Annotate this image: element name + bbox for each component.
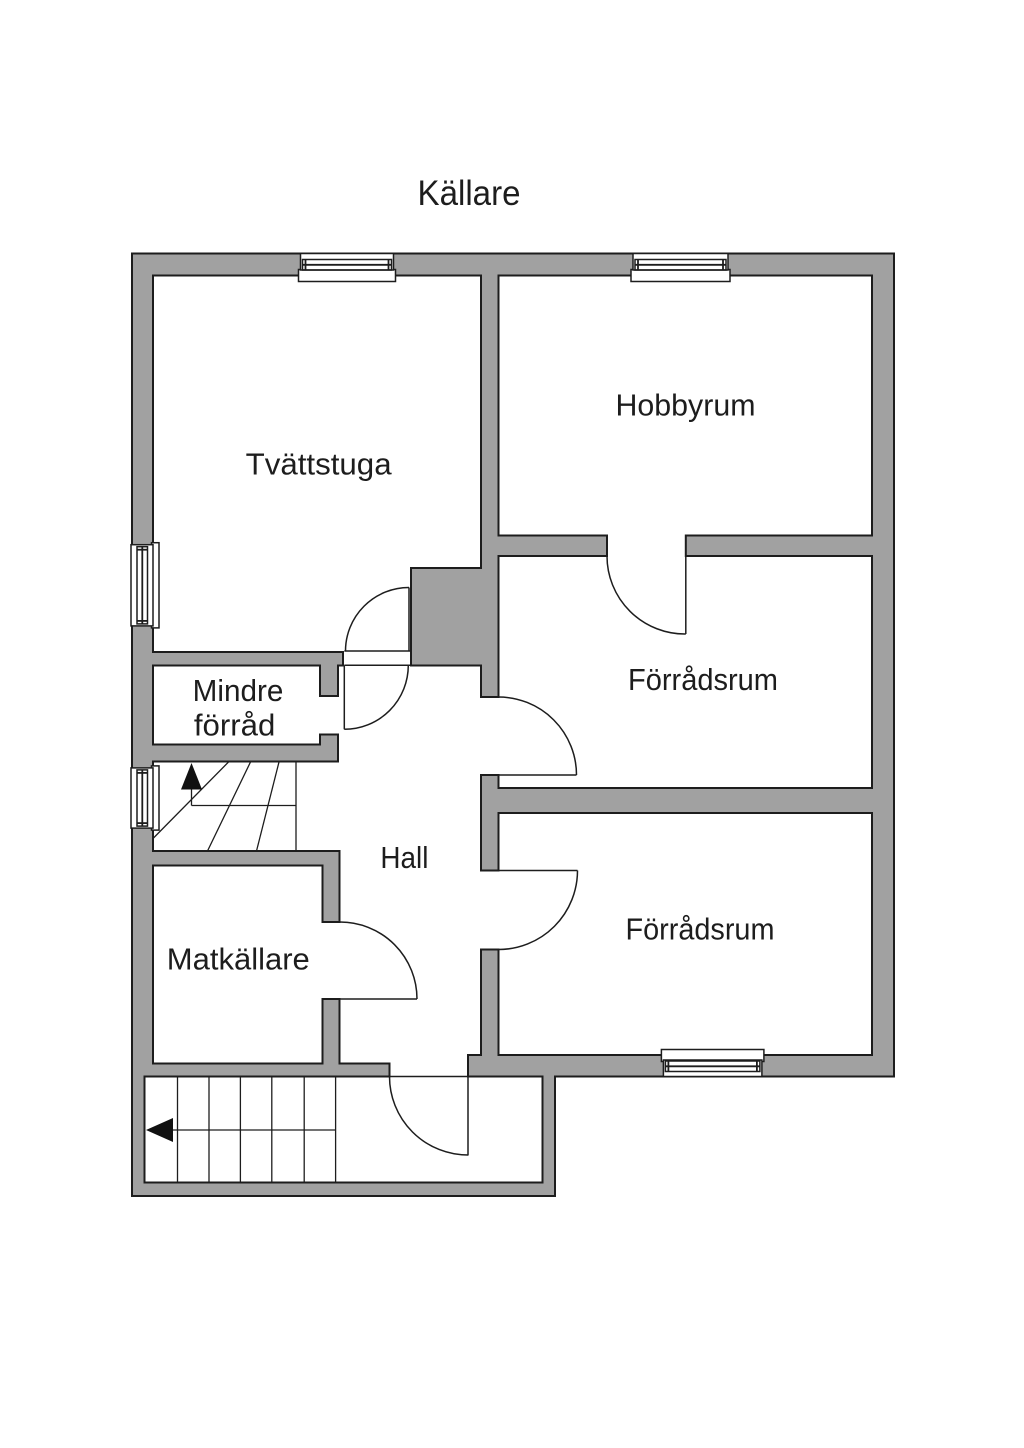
svg-text:förråd: förråd (194, 708, 275, 743)
svg-text:Förrådsrum: Förrådsrum (626, 912, 775, 947)
svg-text:Tvättstuga: Tvättstuga (246, 447, 393, 482)
svg-text:Källare: Källare (418, 174, 521, 213)
svg-text:Förrådsrum: Förrådsrum (628, 662, 778, 697)
svg-text:Hall: Hall (380, 840, 428, 875)
svg-text:Hobbyrum: Hobbyrum (616, 388, 756, 423)
svg-text:Mindre: Mindre (193, 673, 284, 708)
svg-text:Matkällare: Matkällare (167, 942, 310, 977)
